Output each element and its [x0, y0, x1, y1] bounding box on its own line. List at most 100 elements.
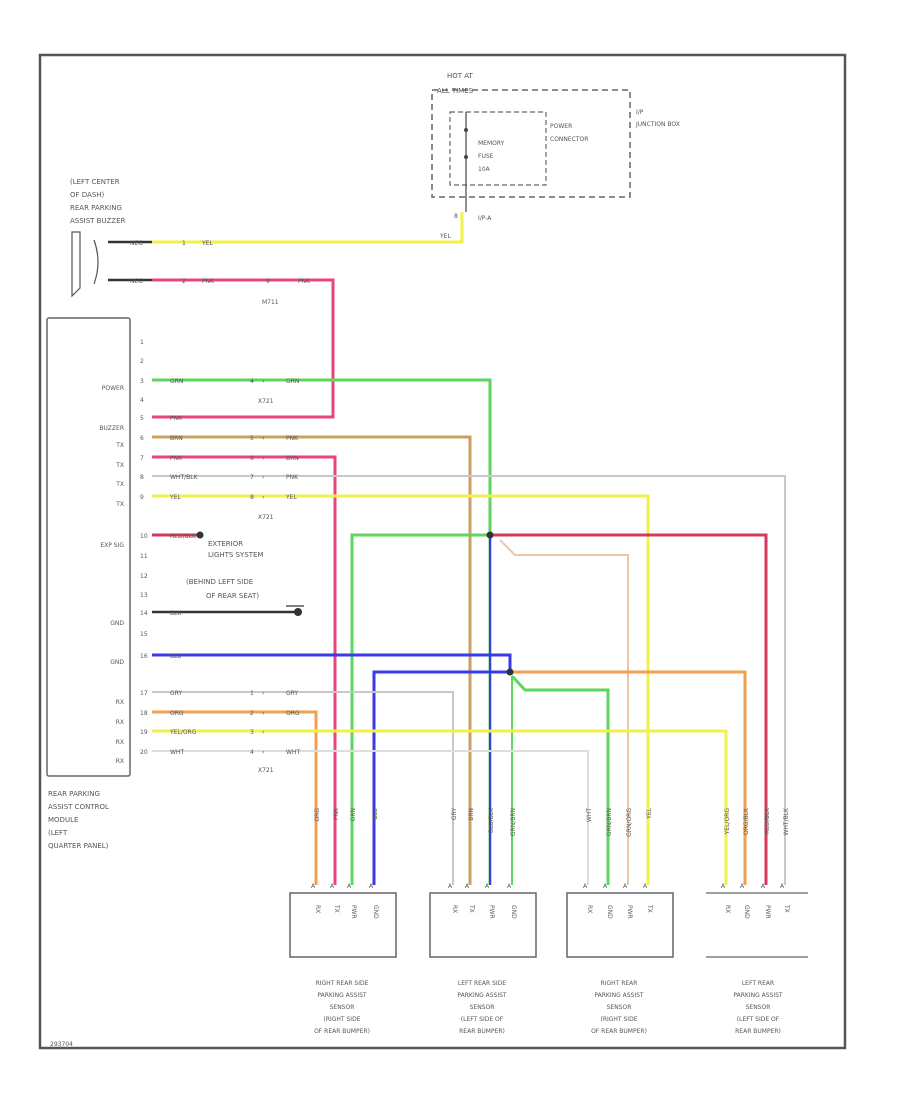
- fuse-label-2: FUSE: [478, 153, 494, 160]
- wire-yel-tx: [152, 494, 650, 885]
- fuse-label-3: 10A: [478, 166, 491, 173]
- module-pin-wire: WHT: [170, 749, 184, 756]
- sensor-pin-label: GND: [372, 905, 379, 919]
- module-body: [46, 317, 131, 777]
- connector-pin-wire: GRY: [286, 690, 298, 697]
- module-pin-wire: BLU: [170, 653, 182, 660]
- sensor-label: SENSOR: [470, 1004, 495, 1011]
- buzzer-pin2-num: 2: [182, 278, 186, 285]
- connector-pin-wire: YEL: [285, 494, 297, 501]
- module-pin-number: 3: [140, 378, 144, 385]
- buzzer-pin1-tag: NEG: [130, 240, 143, 247]
- sensor-label: (RIGHT SIDE: [600, 1016, 637, 1023]
- sensor-wire-label: GRN/ORG: [626, 808, 633, 837]
- junction-box: HOT AT ALL TIMES MEMORY FUSE 10A POWER C…: [431, 72, 680, 240]
- sensor-label: PARKING ASSIST: [457, 992, 507, 999]
- ground-icon: [286, 605, 304, 616]
- sensor-pin-label: GND: [743, 905, 750, 919]
- module-pin-number: 20: [140, 749, 148, 756]
- module-pin-number: 18: [140, 710, 148, 717]
- connector-pin-number: 2: [250, 710, 254, 717]
- module-pin-wire: YEL: [169, 494, 181, 501]
- wire-wht-blk-tx: [152, 475, 786, 885]
- sensor-pin-terminal: A: [485, 883, 490, 890]
- connector-pin-number: 5: [250, 435, 254, 442]
- module-label-5: QUARTER PANEL): [48, 842, 109, 850]
- module-side-label: TX: [115, 462, 124, 469]
- hot-at-label: HOT AT: [447, 72, 474, 80]
- junction-box-label-2: JUNCTION BOX: [635, 121, 680, 128]
- sensor-wire-label: GRN: [350, 808, 357, 821]
- connector-pin-wire: PNK: [286, 474, 299, 481]
- connector-c1-label-b: X721: [258, 514, 274, 521]
- sensor-body: [289, 892, 397, 958]
- sensor-pin-label: TX: [783, 904, 790, 913]
- sensor-wire-label: ORG/BLK: [743, 807, 750, 835]
- module-pin-number: 2: [140, 358, 144, 365]
- buzzer-pin2-wire: PNK: [202, 278, 215, 285]
- sensor-pin-terminal: A: [623, 883, 628, 890]
- sensor-label: LEFT REAR SIDE: [458, 980, 506, 987]
- connector-c2-label: X721: [258, 767, 274, 774]
- connector-pin-symbol: ‹: [262, 729, 264, 736]
- sensor-body: [566, 892, 674, 958]
- module-pin-wire: YEL/ORG: [169, 729, 197, 736]
- buzzer-pin1-wire: YEL: [201, 240, 213, 247]
- wire-grn-brn-sensor3: [499, 539, 629, 885]
- sensor-label: RIGHT REAR: [601, 980, 638, 987]
- power-connector-label-1: POWER: [550, 123, 572, 130]
- sensor-label: LEFT REAR: [742, 980, 774, 987]
- sensor-pin-label: GND: [510, 905, 517, 919]
- sensor-3: RXAWHTGNDAGRN/BRNPWRAGRN/ORGTXAYELRIGHT …: [566, 807, 674, 1035]
- module-pin-number: 14: [140, 610, 148, 617]
- sensor-pin-terminal: A: [448, 883, 453, 890]
- wire-gry-rx: [152, 691, 454, 885]
- module-side-label: RX: [116, 699, 124, 706]
- sensor-pin-terminal: A: [507, 883, 512, 890]
- connector-pin-symbol: ‹: [262, 455, 264, 462]
- module-pin-number: 4: [140, 397, 144, 404]
- sensor-wire-label: WHT/BLK: [783, 807, 790, 836]
- sensor-pin-terminal: A: [603, 883, 608, 890]
- sensor-label: REAR BUMPER): [459, 1028, 505, 1035]
- sensor-pin-terminal: A: [369, 883, 374, 890]
- module-pin-wire: BLK: [170, 610, 182, 617]
- connector-pin-symbol: ‹: [262, 749, 264, 756]
- module-side-label: BUZZER: [99, 425, 124, 432]
- sensor-wire-label: PNK: [333, 807, 340, 820]
- module-pin-number: 6: [140, 435, 144, 442]
- sensor-wire-label: GRN/BRN: [510, 808, 517, 836]
- sensor-pin-terminal: A: [465, 883, 470, 890]
- splice-dot-lower: [506, 668, 514, 676]
- ground-label-1: (BEHIND LEFT SIDE: [186, 578, 253, 586]
- buzzer-label-3: REAR PARKING: [70, 204, 122, 212]
- sensor-wire-label: BRN: [468, 808, 475, 821]
- sensor-pin-label: RX: [724, 905, 731, 913]
- module-pin-number: 17: [140, 690, 148, 697]
- module-label-4: (LEFT: [48, 829, 68, 837]
- module-side-label: RX: [116, 758, 124, 765]
- sensor-pin-terminal: A: [780, 883, 785, 890]
- wire-grn-org-sensor3: [510, 674, 610, 885]
- wire-blu-sensor1: [372, 670, 510, 885]
- module-side-label: TX: [115, 501, 124, 508]
- sensor-wire-label: YEL: [646, 807, 653, 819]
- wire-pnk-tx: [152, 455, 337, 885]
- module-pin-number: 15: [140, 631, 148, 638]
- sensor-pin-terminal: A: [347, 883, 352, 890]
- module-pin-wire: RED/BLK: [170, 533, 197, 540]
- sensor-4: RXAYEL/ORGGNDAORG/BLKPWRARED/BLKTXAWHT/B…: [706, 807, 808, 1035]
- module-pin-number: 10: [140, 533, 148, 540]
- module-pin-number: 5: [140, 415, 144, 422]
- module-pin-wire: GRN: [170, 378, 183, 385]
- connector-pin-symbol: ‹: [262, 378, 264, 385]
- sensor-pin-label: PWR: [764, 905, 771, 919]
- ip-a-connector-label: I/P-A: [478, 215, 492, 222]
- module-pin-number: 13: [140, 592, 148, 599]
